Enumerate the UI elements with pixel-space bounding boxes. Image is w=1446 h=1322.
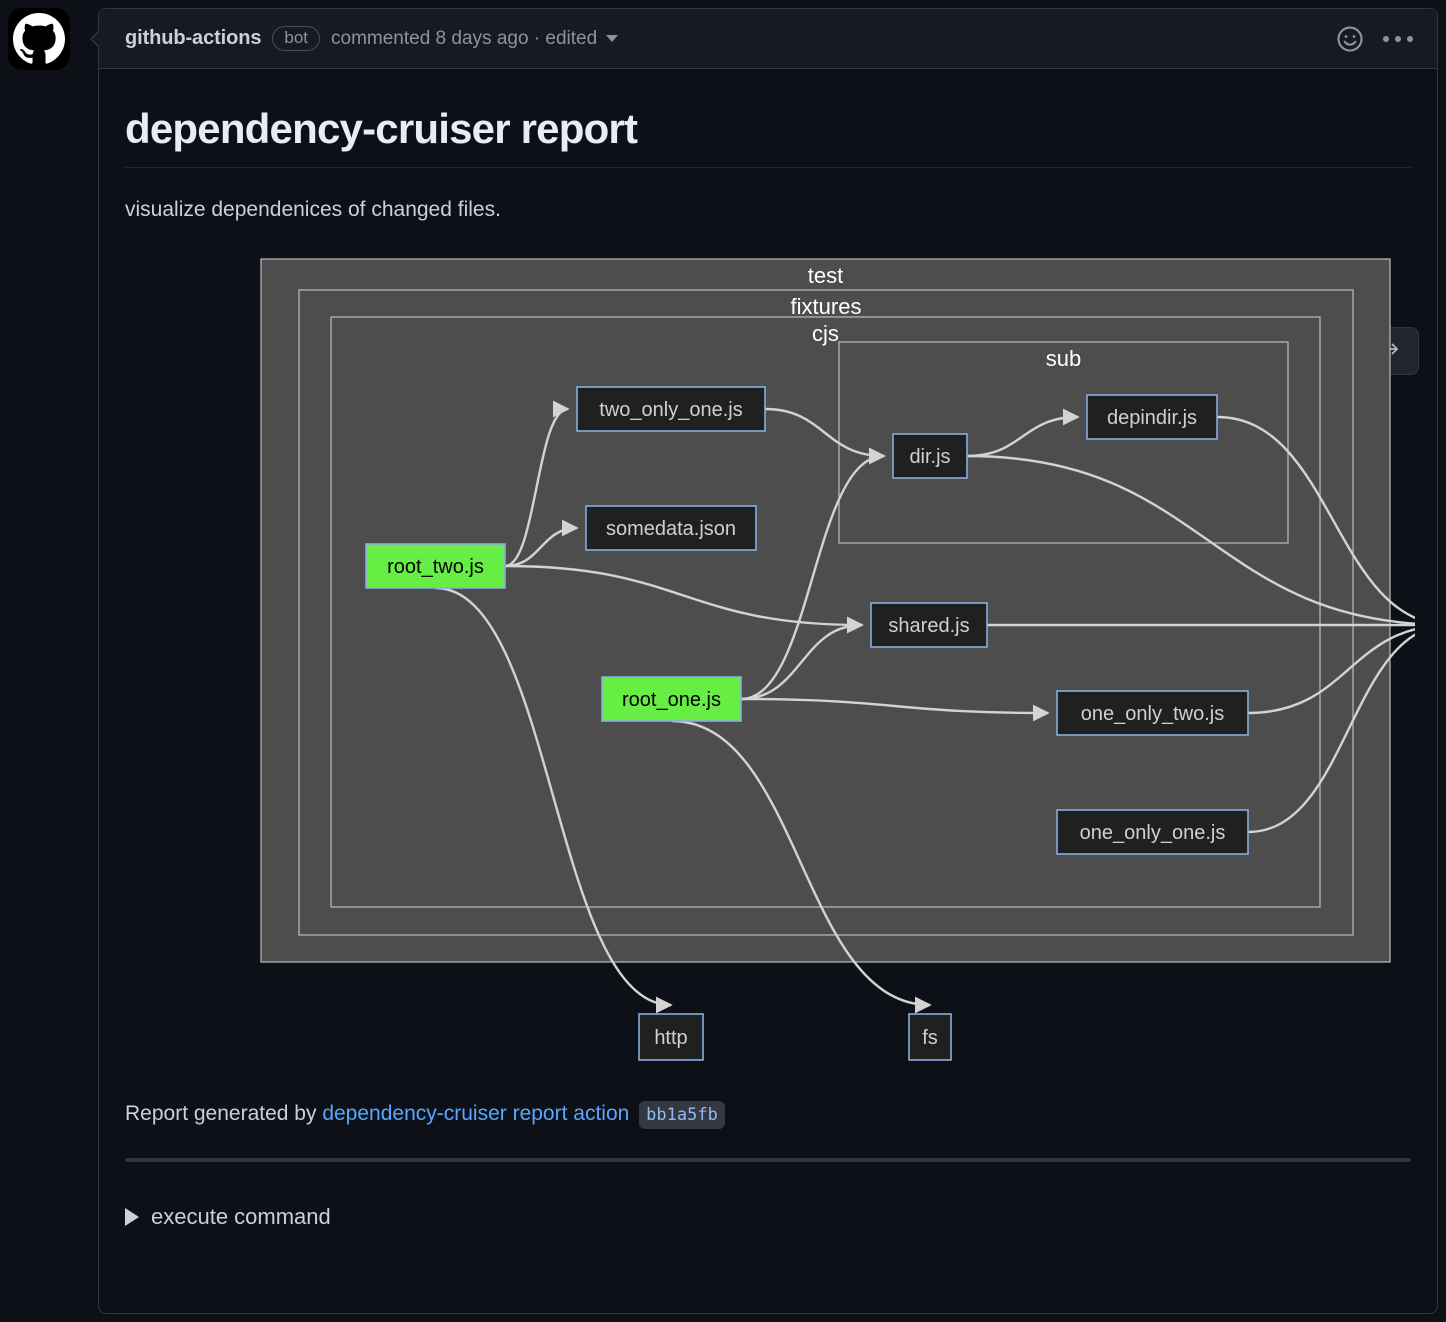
comment-header-actions [1335, 9, 1415, 68]
edge-root_one-to-dir [740, 447, 886, 701]
node-two_only_one[interactable]: two_only_one.js [576, 386, 766, 432]
comment-body: dependency-cruiser report visualize depe… [99, 105, 1437, 1230]
edge-root_one-to-shared [740, 616, 864, 701]
bot-badge: bot [272, 25, 321, 52]
node-label: somedata.json [606, 518, 736, 540]
edge-root_one-to-one_only_two [740, 697, 1050, 722]
commit-sha-badge: bb1a5fb [639, 1101, 725, 1129]
comment-arrow-fill [92, 30, 101, 48]
node-label: fs [922, 1027, 938, 1049]
footer-prefix: Report generated by [125, 1102, 317, 1125]
report-action-link[interactable]: dependency-cruiser report action [322, 1102, 630, 1125]
comment-timestamp: commented 8 days ago · edited [331, 27, 598, 49]
intro-text: visualize dependenices of changed files. [125, 198, 501, 221]
page-title: dependency-cruiser report [125, 105, 1411, 168]
node-root_one[interactable]: root_one.js [601, 676, 742, 722]
node-label: shared.js [888, 615, 969, 637]
graph-edges [435, 400, 1415, 1014]
comment-author[interactable]: github-actions [125, 27, 262, 49]
edge-dir-to-depindir [966, 408, 1080, 458]
edge-one_only_one-to-path [1247, 633, 1415, 834]
node-one_only_one[interactable]: one_only_one.js [1056, 809, 1249, 855]
node-label: two_only_one.js [599, 399, 742, 421]
edge-root_one-to-fs [671, 719, 932, 1014]
node-fs[interactable]: fs [908, 1013, 952, 1061]
edge-two_only_one-to-dir [764, 407, 886, 465]
node-label: one_only_two.js [1081, 703, 1224, 725]
node-label: one_only_one.js [1080, 822, 1226, 844]
edge-root_two-to-two_only_one [504, 400, 570, 568]
node-depindir[interactable]: depindir.js [1086, 394, 1218, 440]
comment-header: github-actions bot commented 8 days ago … [99, 9, 1437, 69]
smiley-icon[interactable] [1335, 24, 1365, 54]
edge-dir-to-path [966, 454, 1415, 625]
node-root_two[interactable]: root_two.js [365, 543, 506, 589]
node-somedata[interactable]: somedata.json [585, 505, 757, 551]
cluster-label-cjs: cjs [812, 321, 839, 346]
cluster-label-test: test [808, 263, 843, 288]
footer-divider [125, 1158, 1411, 1162]
cluster-label-sub: sub [1046, 346, 1081, 371]
edge-depindir-to-path [1216, 415, 1415, 619]
node-label: http [654, 1027, 687, 1049]
graph-nodes[interactable]: two_only_one.js depindir.js dir.js somedata… [365, 386, 1415, 1061]
kebab-menu-icon[interactable] [1381, 30, 1415, 48]
node-label: dir.js [909, 446, 950, 468]
edge-root_two-to-http [435, 586, 673, 1014]
report-footer: Report generated by dependency-cruiser r… [125, 1101, 1411, 1129]
avatar[interactable] [8, 8, 70, 70]
triangle-right-icon [125, 1208, 139, 1226]
cluster-label-fixtures: fixtures [791, 294, 862, 319]
execute-command-disclosure[interactable]: execute command [125, 1204, 1411, 1230]
comment-card: github-actions bot commented 8 days ago … [98, 8, 1438, 1314]
node-label: root_one.js [622, 689, 721, 711]
node-label: root_two.js [387, 556, 484, 578]
chevron-down-icon[interactable] [606, 35, 619, 42]
node-http[interactable]: http [638, 1013, 704, 1061]
node-shared[interactable]: shared.js [870, 602, 988, 648]
node-one_only_two[interactable]: one_only_two.js [1056, 690, 1249, 736]
node-label: depindir.js [1107, 407, 1197, 429]
edge-root_two-to-somedata [504, 519, 579, 568]
disclosure-label: execute command [151, 1204, 331, 1229]
github-octocat-icon [13, 13, 65, 65]
edge-one_only_two-to-path [1247, 628, 1415, 715]
node-dir[interactable]: dir.js [892, 433, 968, 479]
